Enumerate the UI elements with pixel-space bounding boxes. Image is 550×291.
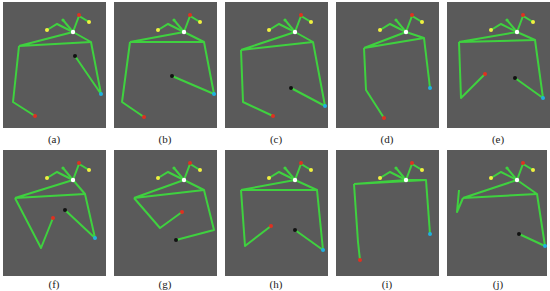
panel-label: (j)	[493, 278, 503, 290]
panel-label: (f)	[49, 278, 60, 290]
panel-label: (h)	[270, 278, 283, 290]
panel-label: (c)	[270, 133, 282, 145]
panel-label: (e)	[492, 133, 504, 145]
panel-label: (b)	[159, 133, 172, 145]
panel-label: (a)	[48, 133, 60, 145]
panel-label: (i)	[382, 278, 392, 290]
panel-label: (d)	[381, 133, 394, 145]
panel-label: (g)	[159, 278, 172, 290]
